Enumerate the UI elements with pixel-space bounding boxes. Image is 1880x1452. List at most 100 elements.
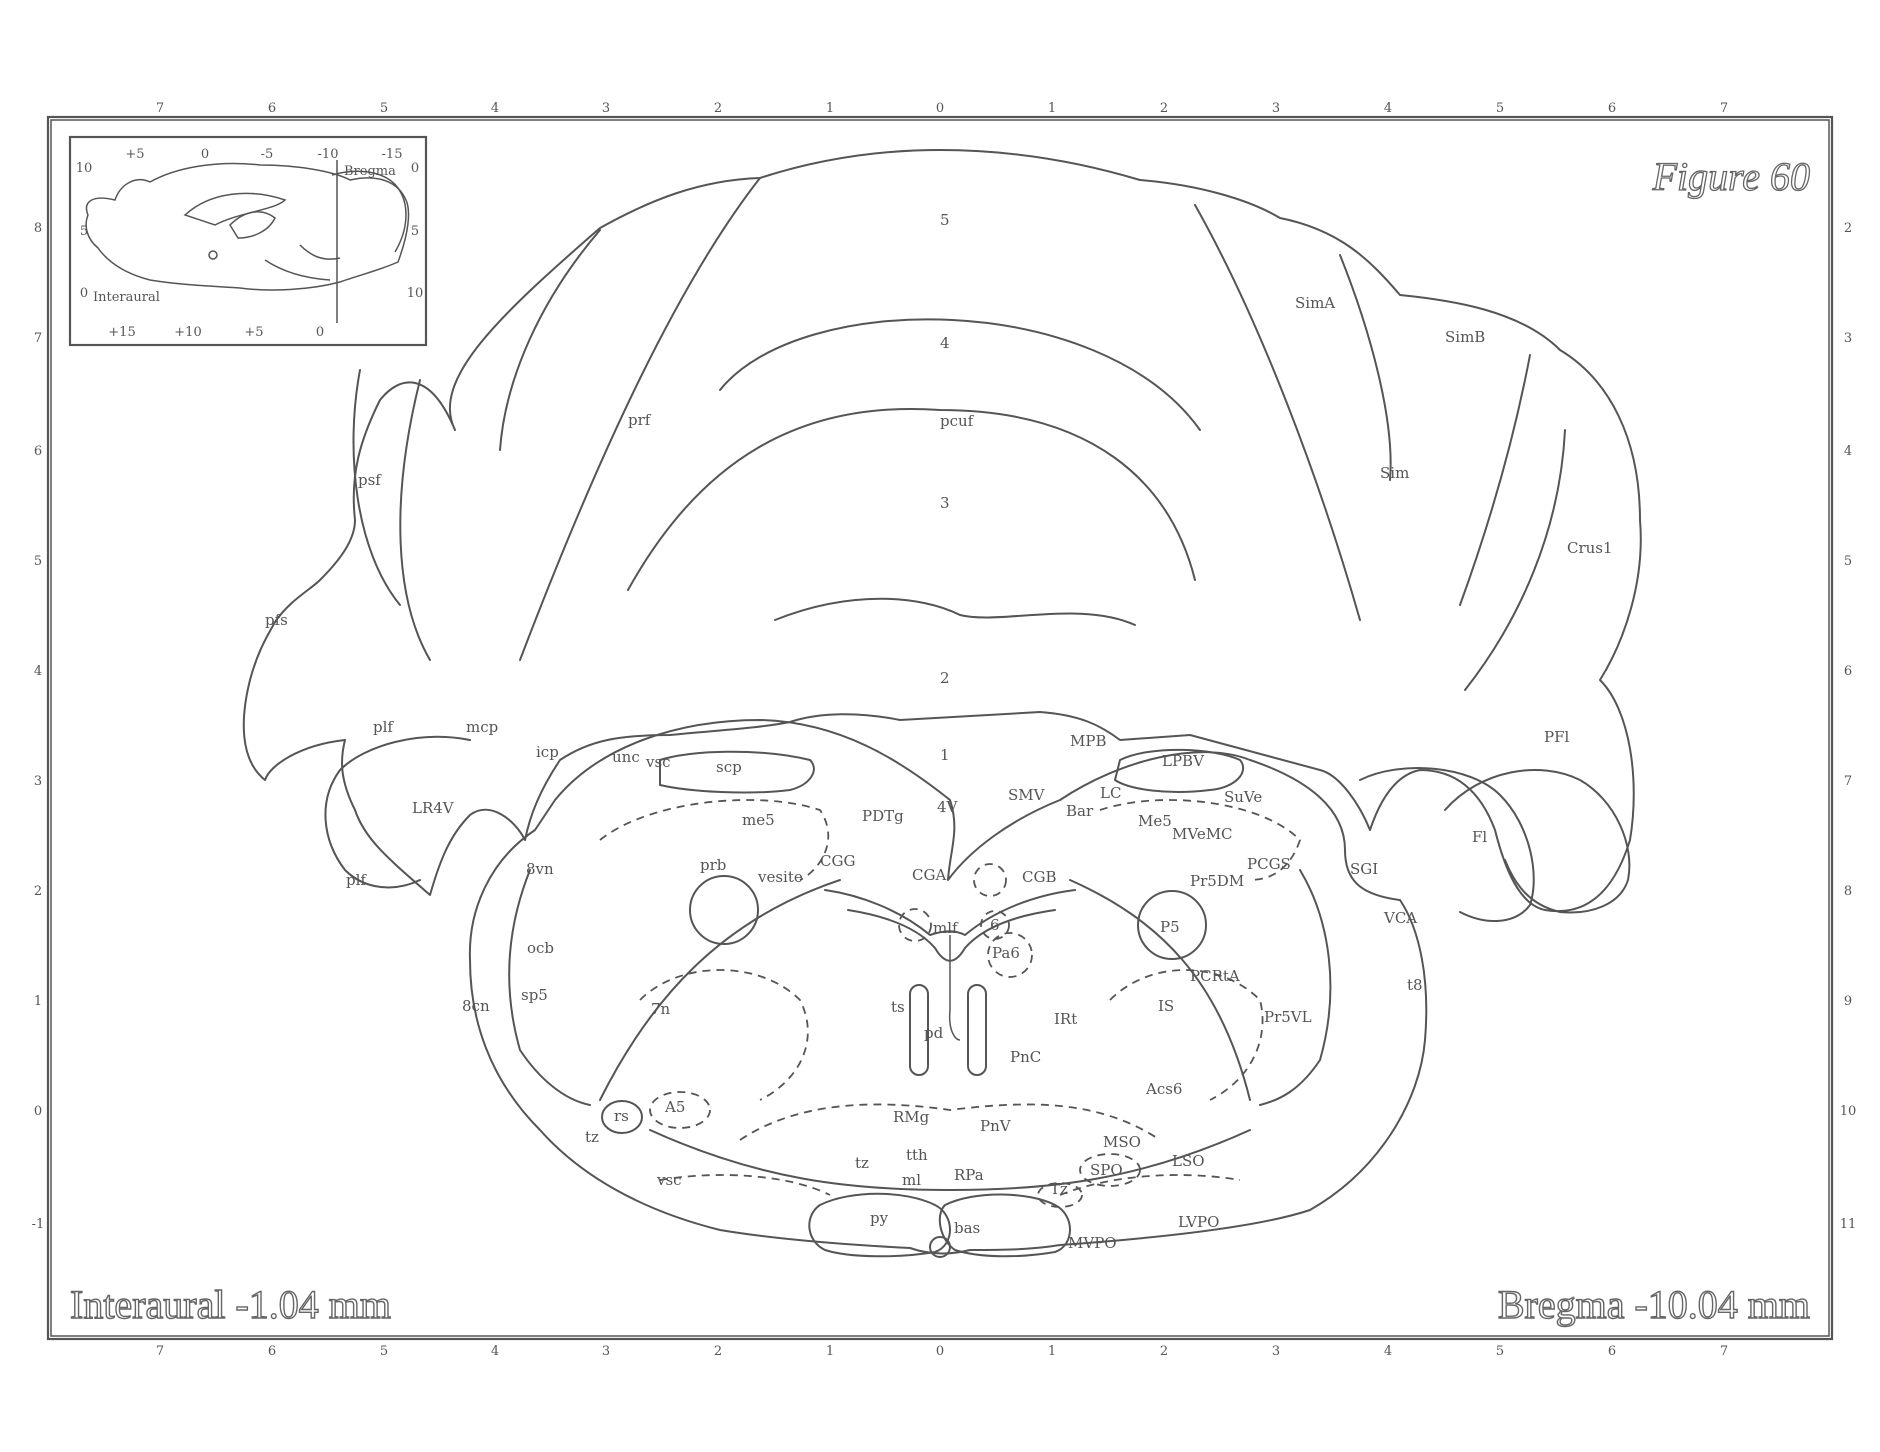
label-LC: LC [1100,784,1121,802]
label-RMg: RMg [893,1108,930,1126]
label-scp: scp [716,758,742,776]
label-A5: A5 [664,1098,685,1116]
inset-brain-outline [86,164,408,290]
dashed-boundary-5 [740,1104,1160,1140]
label-l5: 5 [940,211,950,229]
label-l3: 3 [940,494,950,512]
inset-top-tick: 0 [201,147,209,162]
inset-bottom-tick: +10 [174,325,201,340]
fissure-left-lower [400,380,430,660]
axis-bottom-tick: 1 [1048,1344,1056,1359]
axis-top-tick: 6 [268,101,276,116]
axis-bottom-tick: 6 [1608,1344,1616,1359]
7n-tract [600,880,840,1100]
axis-bottom-tick: 1 [826,1344,834,1359]
label-MPB: MPB [1070,732,1106,750]
figure-title: Figure 60 [1652,154,1810,199]
label-ocb: ocb [527,939,554,957]
axis-bottom-tick: 5 [380,1344,388,1359]
axis-left-tick: 4 [34,664,42,679]
axis-left-ticks: 876543210-1 [32,221,45,1232]
label-PCGS: PCGS [1247,855,1291,873]
dashed-boundary-4 [1110,970,1263,1100]
axis-right-tick: 9 [1844,994,1852,1009]
inset-top-tick: -5 [261,147,274,162]
axis-top-tick: 5 [380,101,388,116]
label-mcp: mcp [466,718,498,736]
label-rs: rs [614,1107,629,1125]
label-RPa: RPa [954,1166,984,1184]
axis-left-tick: 6 [34,444,42,459]
label-MVPO: MVPO [1068,1234,1117,1252]
label-vesite: vesite [757,868,803,886]
fissure-3-2 [775,599,1135,625]
inset-cerebellum [332,171,406,252]
label-Bar: Bar [1066,802,1094,820]
label-PDTg: PDTg [862,807,904,825]
inset-bottom-tick: 0 [316,325,324,340]
axis-top-tick: 4 [1384,101,1392,116]
axis-bottom-tick: 0 [936,1344,944,1359]
label-eightcn: 8cn [462,997,490,1015]
axis-top-tick: 7 [156,101,164,116]
label-SPO: SPO [1090,1161,1123,1179]
label-sp5: sp5 [521,986,548,1004]
inset-bregma-label: Bregma [344,164,396,179]
axis-right-tick: 7 [1844,774,1852,789]
axis-bottom-tick: 4 [1384,1344,1392,1359]
sagittal-inset: Bregma Interaural +50-5-10-15 +15+10+50 … [70,137,426,345]
label-l2: 2 [940,669,950,687]
fissure-right-sim [1340,255,1391,480]
axis-left-tick: -1 [32,1217,45,1232]
label-P5: P5 [1160,918,1180,936]
label-LR4V: LR4V [412,799,455,817]
axis-bottom-tick: 6 [268,1344,276,1359]
label-ml: ml [902,1171,921,1189]
inset-top-ticks: +50-5-10-15 [125,147,402,162]
label-me5: me5 [742,811,775,829]
inset-stem [265,245,340,280]
inset-interaural-label: Interaural [93,290,160,305]
axis-bottom-tick: 3 [1272,1344,1280,1359]
label-l4: 4 [940,334,950,352]
axis-bottom-tick: 2 [1160,1344,1168,1359]
inset-top-tick: -10 [318,147,339,162]
axis-left-tick: 8 [34,221,42,236]
label-pcuf: pcuf [940,412,975,430]
label-ts: ts [891,998,905,1016]
axis-top-tick: 2 [1160,101,1168,116]
label-pd: pd [924,1024,944,1042]
label-pfs: pfs [265,611,288,629]
label-IRt: IRt [1054,1010,1077,1028]
label-PnC: PnC [1010,1048,1041,1066]
fissure-pcuf [628,409,1195,590]
axis-left-tick: 1 [34,994,42,1009]
label-Pr5DM: Pr5DM [1190,872,1244,890]
axis-top-tick: 3 [602,101,610,116]
label-py: py [870,1209,889,1227]
axis-bottom-tick: 3 [602,1344,610,1359]
axis-right-tick: 4 [1844,444,1852,459]
label-tz1: tz [585,1128,599,1146]
axis-right-tick: 2 [1844,221,1852,236]
label-mlf: mlf [933,919,959,937]
label-Crus1: Crus1 [1567,539,1613,557]
label-SimA: SimA [1295,294,1335,312]
label-unc: unc [612,748,640,766]
prb-circle [690,876,758,944]
axis-right-tick: 11 [1840,1217,1857,1232]
inset-right-ticks: 0510 [407,161,424,301]
label-CGA: CGA [912,866,946,884]
dashed-boundary-6 [660,1175,1240,1195]
inset-left-tick: 0 [80,286,88,301]
axis-bottom-tick: 7 [156,1344,164,1359]
inset-right-tick: 5 [411,224,419,239]
axis-top-tick: 4 [491,101,499,116]
label-Sim: Sim [1380,464,1409,482]
inset-left-tick: 5 [80,224,88,239]
label-Pa6: Pa6 [992,944,1020,962]
label-eightvn: 8vn [526,860,554,878]
label-PnV: PnV [980,1117,1012,1135]
label-IS: IS [1158,997,1174,1015]
